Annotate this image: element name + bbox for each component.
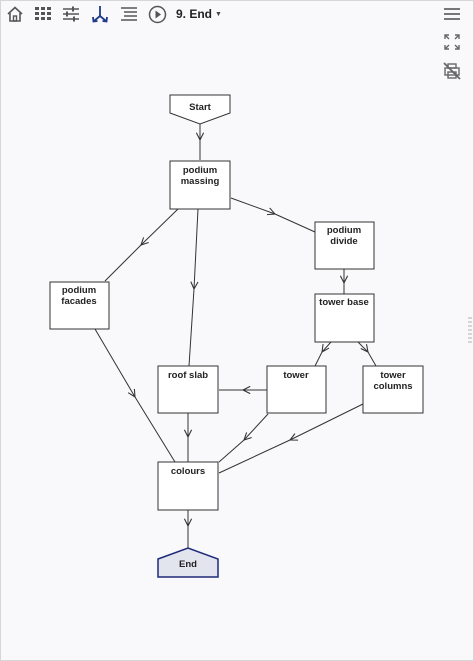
node-tower-base-label: tower base	[319, 297, 369, 308]
workflow-edges	[94, 124, 377, 548]
node-tower-columns-line-2: columns	[373, 381, 412, 392]
edge-towerbase-columns	[357, 341, 377, 367]
node-podium-massing[interactable]: podium massing	[169, 160, 231, 210]
edge-towerbase-tower	[314, 341, 332, 367]
edge-massing-roofslab	[188, 208, 199, 367]
node-start[interactable]: Start	[169, 94, 231, 125]
node-start-label: Start	[189, 102, 211, 113]
grid-icon[interactable]	[32, 3, 54, 25]
edge-massing-divide	[230, 197, 316, 233]
edge-facades-colours	[94, 328, 176, 463]
sliders-icon[interactable]	[60, 3, 82, 25]
toolbar: 9. End ▼	[0, 0, 474, 28]
node-roof-slab-label: roof slab	[168, 370, 208, 381]
node-podium-massing-line-2: massing	[181, 176, 220, 187]
chevron-down-icon: ▼	[215, 11, 222, 18]
node-colours-label: colours	[171, 466, 205, 477]
node-podium-facades-line-1: podium	[62, 285, 96, 296]
step-selector-label: 9. End	[176, 7, 213, 21]
node-roof-slab[interactable]: roof slab	[157, 365, 219, 414]
node-end[interactable]: End	[157, 547, 219, 578]
edge-massing-facades	[104, 208, 179, 282]
node-podium-facades-line-2: facades	[61, 296, 96, 307]
node-podium-divide[interactable]: podium divide	[314, 221, 375, 270]
home-icon[interactable]	[4, 3, 26, 25]
node-tower-base[interactable]: tower base	[314, 293, 375, 343]
node-podium-divide-line-2: divide	[330, 236, 357, 247]
node-tower-columns-line-1: tower	[380, 370, 406, 381]
resize-handle[interactable]	[468, 316, 472, 344]
play-icon[interactable]	[146, 3, 168, 25]
menu-icon[interactable]	[441, 3, 463, 25]
node-colours[interactable]: colours	[157, 461, 219, 511]
list-icon[interactable]	[118, 3, 140, 25]
node-tower-columns[interactable]: tower columns	[362, 365, 424, 414]
step-selector[interactable]: 9. End ▼	[176, 5, 222, 23]
node-tower-label: tower	[283, 370, 309, 381]
edge-columns-colours	[218, 403, 364, 474]
edge-tower-colours	[218, 413, 269, 463]
node-podium-massing-line-1: podium	[183, 165, 217, 176]
merge-icon[interactable]	[89, 3, 111, 25]
fullscreen-icon[interactable]	[441, 31, 463, 53]
no-print-icon[interactable]	[441, 60, 463, 82]
node-podium-facades[interactable]: podium facades	[49, 281, 110, 330]
node-tower[interactable]: tower	[266, 365, 327, 414]
node-end-label: End	[179, 559, 197, 570]
node-podium-divide-line-1: podium	[327, 225, 361, 236]
